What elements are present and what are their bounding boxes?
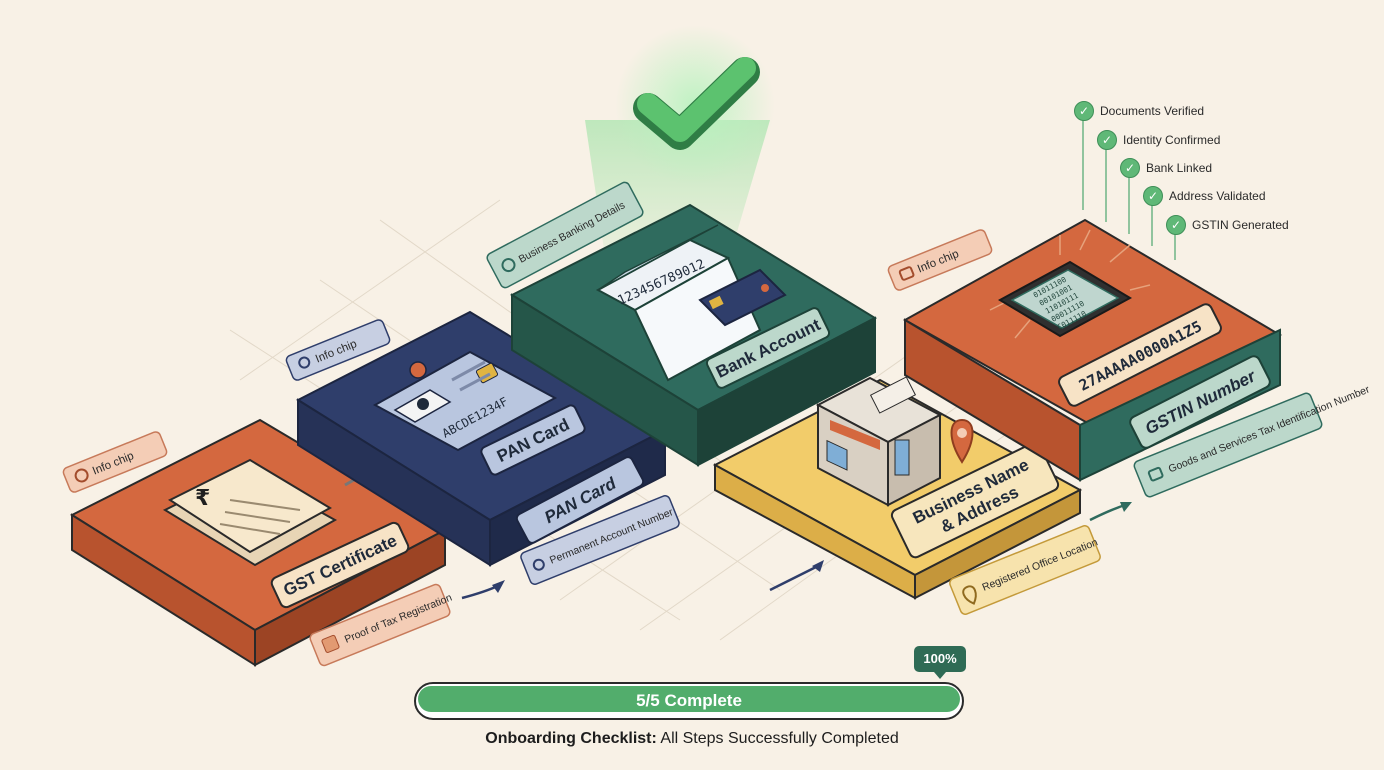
check-success-icon: [633, 57, 760, 150]
pin-icon: [409, 361, 427, 379]
checklist: ✓ Documents Verified ✓ Identity Confirme…: [1070, 100, 1310, 240]
checklist-item: ✓ Address Validated: [1143, 186, 1266, 206]
check-icon: ✓: [1143, 186, 1163, 206]
document-icon: ₹: [162, 458, 338, 567]
gstin-info-chip: Info chip: [887, 229, 993, 291]
checklist-item: ✓ Documents Verified: [1074, 101, 1204, 121]
gear-icon: [501, 258, 516, 273]
search-icon: [532, 558, 545, 571]
lock-icon: [898, 266, 915, 281]
microchip-icon: 01011100 00101001 11010111 00011110 C011…: [989, 229, 1151, 339]
gear-icon: [74, 468, 89, 483]
progress-fill: [418, 686, 960, 712]
checklist-item: ✓ Bank Linked: [1120, 158, 1212, 178]
check-icon: ✓: [1097, 130, 1117, 150]
pan-platform: ABCDE1234F PAN Card PAN Card: [295, 310, 668, 567]
bank-platform: 12345678901​2 Bank Account: [509, 203, 878, 467]
progress-label: 5/5 Complete: [636, 691, 742, 710]
shop-icon: [815, 376, 943, 507]
rupee-icon: [321, 634, 340, 653]
check-icon: ✓: [1074, 101, 1094, 121]
progress-bar: 5/5 Complete: [414, 682, 964, 720]
checklist-item: ✓ Identity Confirmed: [1097, 130, 1220, 150]
check-icon: ✓: [1166, 215, 1186, 235]
flow-arrows: [344, 359, 1132, 600]
location-pin-icon: [950, 418, 974, 464]
percent-badge: 100%: [914, 646, 966, 679]
check-icon: ✓: [1120, 158, 1140, 178]
search-icon: [298, 356, 311, 369]
svg-text:₹: ₹: [195, 485, 210, 510]
checklist-connectors: [1082, 120, 1176, 260]
checklist-item: ✓ GSTIN Generated: [1166, 215, 1289, 235]
gstin-platform: 01011100 00101001 11010111 00011110 C011…: [902, 218, 1283, 482]
location-pin-icon: [962, 585, 977, 605]
footer-caption: Onboarding Checklist: All Steps Successf…: [485, 730, 899, 747]
lock-icon: [1147, 466, 1164, 482]
business-platform: Business Name & Address: [712, 376, 1083, 600]
